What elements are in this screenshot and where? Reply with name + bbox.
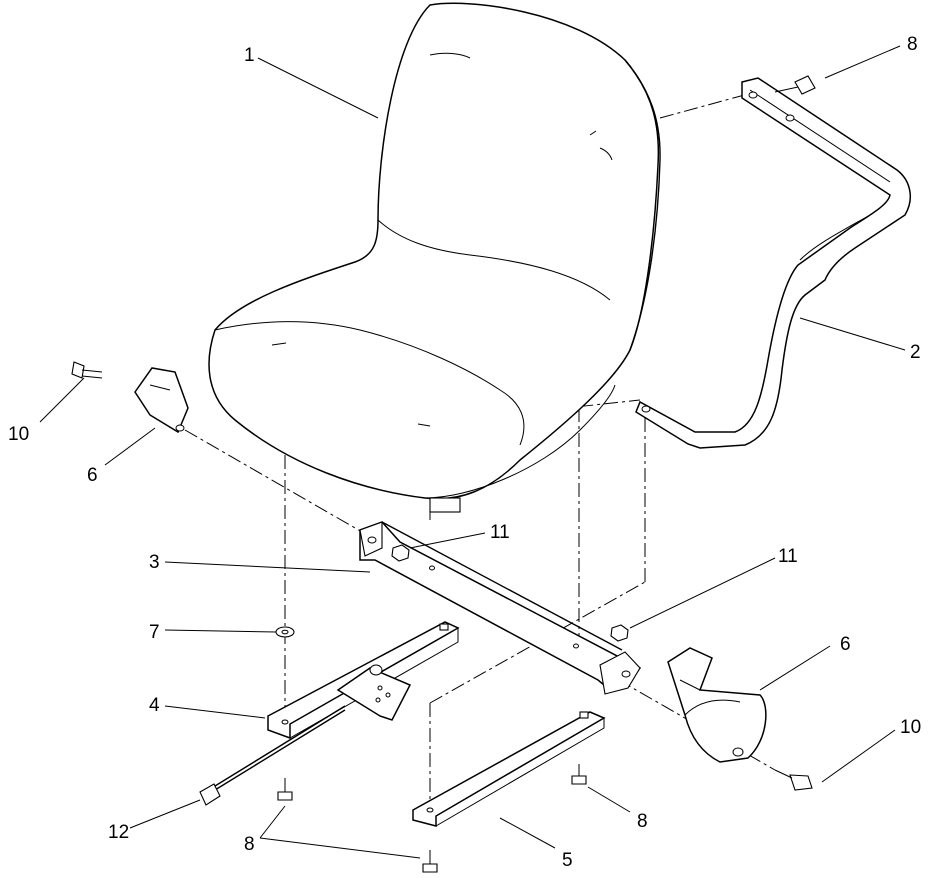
- callout-8-right: 8: [637, 811, 648, 832]
- leader-lines: [39, 45, 906, 859]
- washer: [275, 626, 295, 638]
- screw-top: [774, 75, 816, 95]
- callout-5: 5: [562, 850, 573, 871]
- callout-8-top: 8: [907, 34, 918, 55]
- callout-4: 4: [149, 695, 160, 716]
- callout-10-right: 10: [900, 717, 921, 738]
- callout-3: 3: [149, 552, 160, 573]
- armrest-left: [134, 367, 189, 434]
- callout-1: 1: [244, 45, 255, 66]
- callout-6-right: 6: [840, 634, 851, 655]
- seat: [208, 2, 661, 513]
- nut-lower: [610, 624, 629, 642]
- callout-12: 12: [108, 822, 129, 843]
- lever-grip: [199, 783, 221, 806]
- callout-7: 7: [149, 622, 160, 643]
- callout-10-left: 10: [8, 424, 29, 445]
- seat-support-rod: [635, 77, 912, 449]
- callout-8-bottom: 8: [244, 834, 255, 855]
- bolt-right: [774, 769, 813, 791]
- slide-rail-right: [412, 711, 606, 827]
- nut-upper: [391, 544, 410, 562]
- callouts: 1 2 3 4 5 6 6 7 8 8 8 10 10 11 11 12: [8, 34, 921, 871]
- seat-bracket: [359, 521, 642, 695]
- callout-11-lower: 11: [778, 546, 798, 567]
- callout-11-upper: 11: [490, 522, 510, 543]
- bolt-bottom-left: [277, 778, 293, 801]
- callout-6-left: 6: [87, 465, 98, 486]
- bolt-bottom-center: [422, 850, 438, 873]
- slide-rail-left: [214, 621, 460, 791]
- armrest-right: [667, 647, 767, 763]
- bolt-bottom-right: [571, 764, 587, 785]
- bolt-left: [71, 361, 103, 379]
- callout-2: 2: [910, 342, 921, 363]
